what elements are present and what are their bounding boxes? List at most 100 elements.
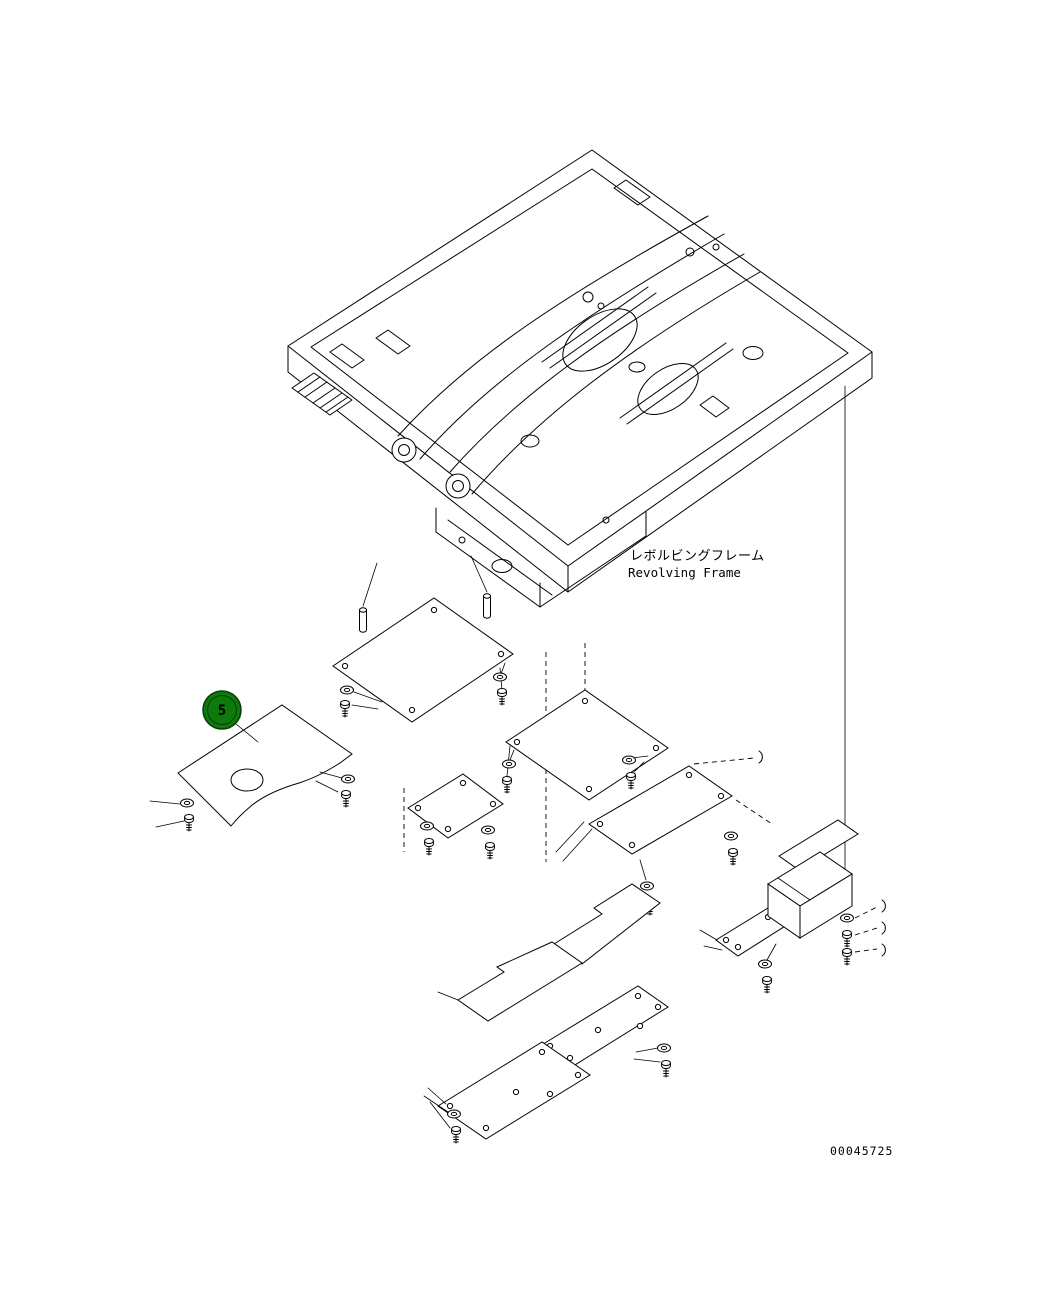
diagram-labels: レボルビングフレーム Revolving Frame 00045725 bbox=[628, 549, 893, 1158]
tread-step bbox=[291, 372, 353, 416]
plate-outline bbox=[505, 689, 669, 801]
leader-line bbox=[555, 821, 593, 862]
washer-icon bbox=[840, 913, 854, 923]
plate-outline bbox=[332, 597, 514, 723]
leader-line bbox=[351, 662, 506, 710]
bolt-icon bbox=[762, 976, 772, 994]
leader-hook bbox=[881, 899, 886, 913]
cover-plate-5 bbox=[149, 704, 355, 832]
leader-line bbox=[149, 771, 343, 828]
cover-box bbox=[767, 851, 854, 966]
bolt-icon bbox=[842, 948, 852, 966]
callout-number: 5 bbox=[218, 703, 226, 719]
deck-opening bbox=[562, 308, 638, 372]
corner-hole bbox=[482, 1124, 490, 1132]
corner-hole bbox=[414, 804, 422, 812]
leader-lines bbox=[403, 385, 886, 957]
deck-hole bbox=[582, 291, 594, 303]
cover-plate-right bbox=[555, 765, 738, 916]
corner-hole bbox=[538, 1048, 546, 1056]
leader-line bbox=[766, 943, 777, 961]
corner-hole bbox=[497, 650, 505, 658]
callout-5: 5 bbox=[202, 690, 259, 743]
washer-icon bbox=[622, 755, 636, 765]
plate-outline bbox=[407, 773, 504, 839]
corner-hole bbox=[430, 606, 438, 614]
corner-hole bbox=[408, 706, 416, 714]
corner-hole bbox=[581, 697, 589, 705]
bolt-icon bbox=[485, 842, 495, 860]
deck-hole bbox=[742, 346, 764, 360]
boom-boss-hole bbox=[398, 444, 410, 456]
washer-icon bbox=[724, 831, 738, 841]
plate-hole bbox=[594, 1026, 602, 1034]
callout-circle bbox=[202, 690, 242, 730]
washer-icon bbox=[447, 1109, 461, 1119]
bolt-icon bbox=[497, 688, 507, 706]
bolt-icon bbox=[502, 776, 512, 794]
washer-icon bbox=[758, 959, 772, 969]
girder-line bbox=[397, 215, 709, 437]
plate-outline bbox=[588, 765, 733, 855]
leader-line bbox=[639, 859, 647, 881]
girder-line bbox=[419, 233, 725, 460]
leader-hook bbox=[881, 943, 886, 957]
deck-hole bbox=[602, 516, 610, 524]
corner-hole bbox=[734, 943, 742, 951]
callout-ring bbox=[207, 695, 237, 725]
bolt-icon bbox=[341, 790, 351, 808]
deck-hole bbox=[685, 247, 695, 257]
bolt-icon bbox=[184, 814, 194, 832]
plate-hole bbox=[230, 768, 264, 792]
corner-hole bbox=[717, 792, 725, 800]
bolt-icon bbox=[626, 772, 636, 790]
leader-line bbox=[235, 723, 259, 743]
deck-bracket bbox=[329, 343, 365, 369]
pin-icon bbox=[483, 593, 491, 619]
deck-bracket bbox=[375, 329, 411, 355]
deck-hole bbox=[491, 559, 513, 573]
cross-beam bbox=[541, 286, 657, 369]
bolt-icon bbox=[424, 838, 434, 856]
plate-hole bbox=[512, 1088, 520, 1096]
deck-hole bbox=[628, 361, 646, 373]
girder-line bbox=[449, 253, 745, 473]
washer-icon bbox=[420, 821, 434, 831]
revolving-frame-drawing bbox=[287, 149, 873, 608]
document-number: 00045725 bbox=[830, 1144, 893, 1158]
girder-line bbox=[471, 271, 761, 495]
front-deck-line bbox=[447, 519, 553, 596]
plate-outline bbox=[553, 883, 661, 965]
deck-bracket bbox=[613, 179, 651, 206]
deck-hole bbox=[458, 536, 466, 544]
frame-label-english: Revolving Frame bbox=[628, 565, 741, 580]
washer-icon bbox=[657, 1043, 671, 1053]
cover-plate-bottom bbox=[423, 1041, 591, 1144]
cover-plate-mid-lower bbox=[437, 941, 583, 1022]
corner-hole bbox=[444, 825, 452, 833]
cross-beam bbox=[619, 342, 734, 425]
bolt-icon bbox=[451, 1126, 461, 1144]
cover-plate-notched bbox=[553, 883, 661, 965]
front-deck-edge bbox=[435, 507, 541, 608]
leader-line bbox=[693, 757, 755, 765]
washer-icon bbox=[481, 825, 495, 835]
frame-rim-left bbox=[287, 345, 569, 593]
box-right-face bbox=[799, 873, 853, 939]
front-deck-edge bbox=[539, 511, 647, 608]
deck-hole bbox=[712, 243, 720, 251]
corner-hole bbox=[585, 785, 593, 793]
washer-icon bbox=[341, 774, 355, 784]
leader-line bbox=[437, 991, 459, 1001]
corner-hole bbox=[634, 992, 642, 1000]
leader-line bbox=[633, 1047, 661, 1063]
tread-step-hatching bbox=[297, 376, 349, 413]
bolt-icon bbox=[661, 1060, 671, 1078]
deck-hole bbox=[520, 434, 540, 448]
pin-icon bbox=[359, 607, 367, 633]
frame-deck-outline bbox=[287, 149, 873, 567]
deck-hole bbox=[597, 302, 605, 310]
frame-inner-rim bbox=[310, 168, 849, 546]
cover-plate-top bbox=[332, 555, 514, 723]
